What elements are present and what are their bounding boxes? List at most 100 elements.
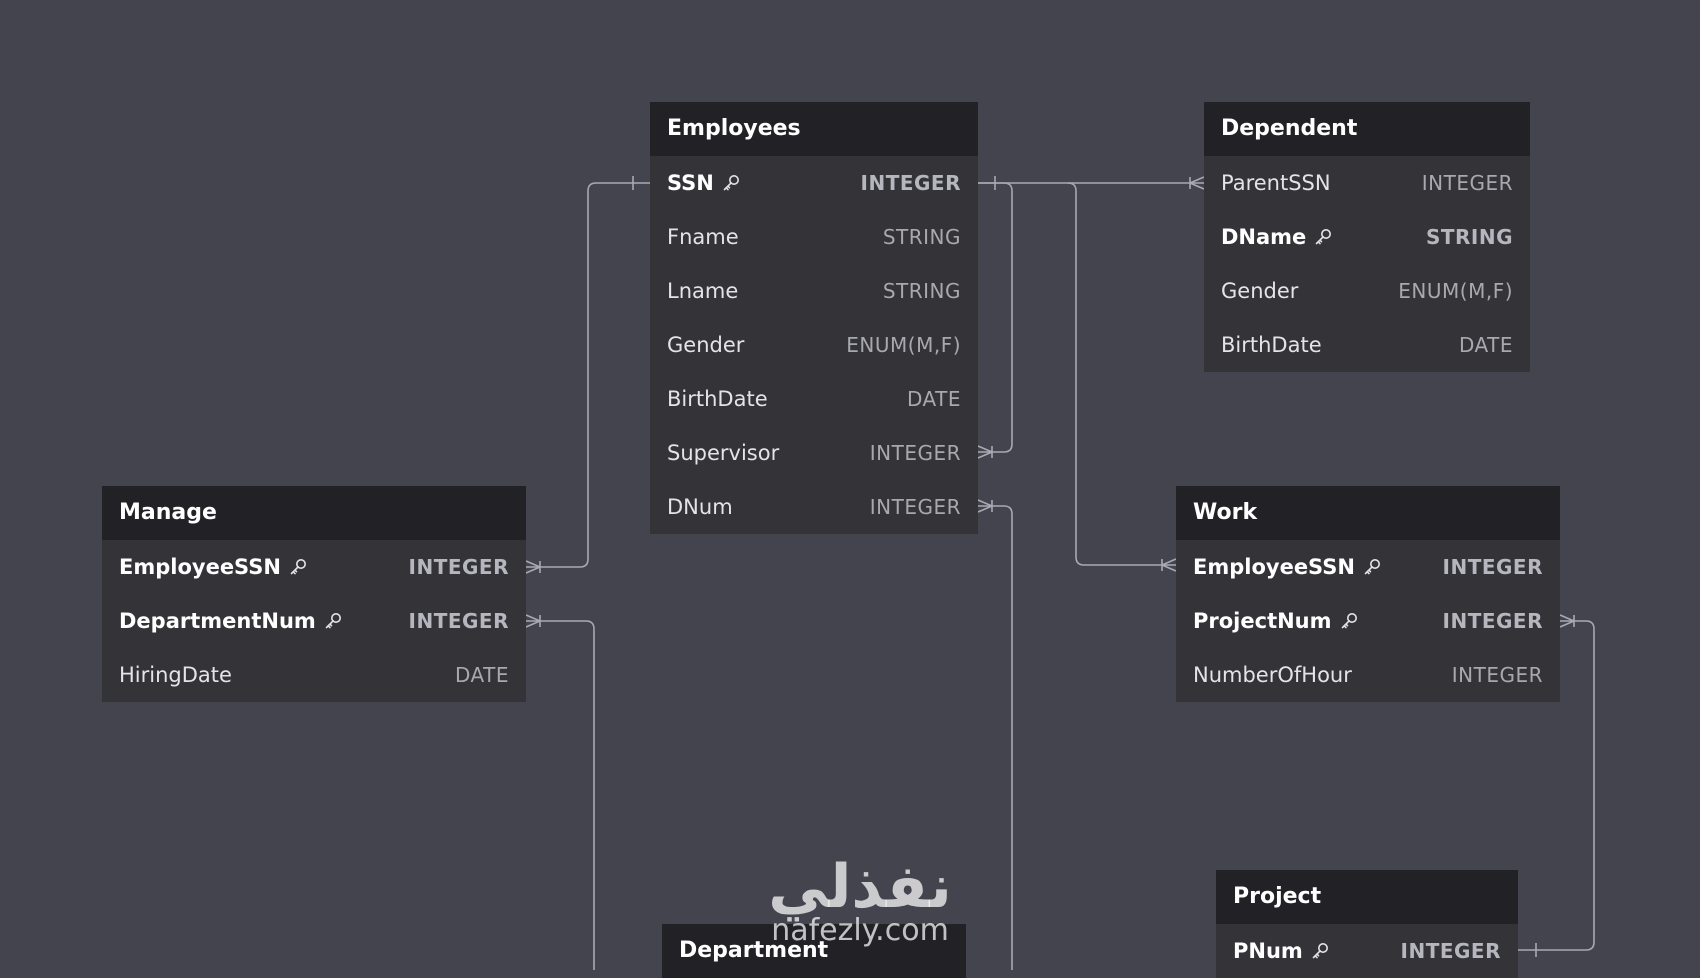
column-name-wrap: NumberOfHour — [1193, 663, 1352, 687]
column-type: DATE — [906, 387, 961, 411]
key-icon — [1362, 557, 1382, 577]
column-name: DepartmentNum — [119, 609, 316, 633]
column-name-wrap: Gender — [667, 333, 744, 357]
column-row[interactable]: HiringDate DATE — [102, 648, 526, 702]
column-name: NumberOfHour — [1193, 663, 1352, 687]
column-type: DATE — [454, 663, 509, 687]
column-name-wrap: Fname — [667, 225, 739, 249]
column-type: STRING — [882, 225, 961, 249]
column-row[interactable]: Gender ENUM(M,F) — [1204, 264, 1530, 318]
many-marker — [1189, 176, 1205, 190]
column-name-wrap: ParentSSN — [1221, 171, 1331, 195]
many-marker — [977, 499, 993, 513]
column-type: INTEGER — [869, 441, 961, 465]
column-name: Lname — [667, 279, 739, 303]
column-type: INTEGER — [408, 555, 509, 579]
table-header[interactable]: Manage — [102, 486, 526, 540]
column-name-wrap: DName — [1221, 225, 1333, 249]
many-marker — [977, 445, 993, 459]
column-type: STRING — [1425, 225, 1513, 249]
column-name: Gender — [667, 333, 745, 357]
column-name: Fname — [667, 225, 739, 249]
column-row[interactable]: DNum INTEGER — [650, 480, 978, 534]
column-row[interactable]: BirthDate DATE — [650, 372, 978, 426]
column-name-wrap: EmployeeSSN — [119, 555, 308, 579]
edge-department-manage — [526, 620, 595, 970]
key-icon — [288, 557, 308, 577]
edge-ssn-work — [1067, 182, 1176, 566]
column-name-wrap: Gender — [1221, 279, 1298, 303]
key-icon — [1339, 611, 1359, 631]
column-name: EmployeeSSN — [1193, 555, 1355, 579]
column-name: BirthDate — [1221, 333, 1322, 357]
column-name-wrap: BirthDate — [667, 387, 768, 411]
column-name-wrap: SSN — [667, 171, 741, 195]
column-type: INTEGER — [869, 495, 961, 519]
column-type: INTEGER — [1442, 555, 1543, 579]
column-name-wrap: BirthDate — [1221, 333, 1322, 357]
table-header[interactable]: Department — [662, 924, 966, 978]
key-icon — [1310, 941, 1330, 961]
column-row[interactable]: BirthDate DATE — [1204, 318, 1530, 372]
many-marker — [525, 560, 541, 574]
table-header[interactable]: Dependent — [1204, 102, 1530, 156]
column-row[interactable]: ParentSSN INTEGER — [1204, 156, 1530, 210]
edge-pnum-projectnum — [1518, 620, 1595, 951]
column-name: DName — [1221, 225, 1307, 249]
column-name: ProjectNum — [1193, 609, 1332, 633]
column-type: INTEGER — [408, 609, 509, 633]
column-type: STRING — [882, 279, 961, 303]
table-header[interactable]: Employees — [650, 102, 978, 156]
column-name: SSN — [667, 171, 714, 195]
column-name-wrap: EmployeeSSN — [1193, 555, 1382, 579]
column-name-wrap: Lname — [667, 279, 738, 303]
column-name-wrap: ProjectNum — [1193, 609, 1359, 633]
table-header[interactable]: Work — [1176, 486, 1560, 540]
table-department[interactable]: Department — [662, 924, 966, 978]
column-row[interactable]: DepartmentNum INTEGER — [102, 594, 526, 648]
column-type: DATE — [1458, 333, 1513, 357]
column-type: INTEGER — [1421, 171, 1513, 195]
column-name: HiringDate — [119, 663, 232, 687]
column-type: INTEGER — [1442, 609, 1543, 633]
column-name: BirthDate — [667, 387, 768, 411]
key-icon — [721, 173, 741, 193]
column-type: INTEGER — [1451, 663, 1543, 687]
column-name: Gender — [1221, 279, 1299, 303]
column-row[interactable]: Supervisor INTEGER — [650, 426, 978, 480]
column-row[interactable]: Gender ENUM(M,F) — [650, 318, 978, 372]
table-header[interactable]: Project — [1216, 870, 1518, 924]
column-type: ENUM(M,F) — [1398, 279, 1513, 303]
many-marker — [525, 614, 541, 628]
edge-ssn-manage — [526, 182, 650, 568]
column-name: DNum — [667, 495, 733, 519]
column-row[interactable]: ProjectNum INTEGER — [1176, 594, 1560, 648]
column-type: INTEGER — [1400, 939, 1501, 963]
edge-department-dnum — [978, 505, 1013, 970]
column-row[interactable]: Fname STRING — [650, 210, 978, 264]
many-marker — [1161, 558, 1177, 572]
column-name: EmployeeSSN — [119, 555, 281, 579]
column-name: ParentSSN — [1221, 171, 1331, 195]
column-name: Supervisor — [667, 441, 780, 465]
column-type: ENUM(M,F) — [846, 333, 961, 357]
column-name-wrap: DepartmentNum — [119, 609, 343, 633]
column-name-wrap: HiringDate — [119, 663, 232, 687]
column-row[interactable]: Lname STRING — [650, 264, 978, 318]
column-row[interactable]: EmployeeSSN INTEGER — [102, 540, 526, 594]
column-name-wrap: DNum — [667, 495, 733, 519]
key-icon — [323, 611, 343, 631]
many-marker — [1559, 614, 1575, 628]
column-row[interactable]: NumberOfHour INTEGER — [1176, 648, 1560, 702]
column-row[interactable]: DName STRING — [1204, 210, 1530, 264]
column-row[interactable]: EmployeeSSN INTEGER — [1176, 540, 1560, 594]
